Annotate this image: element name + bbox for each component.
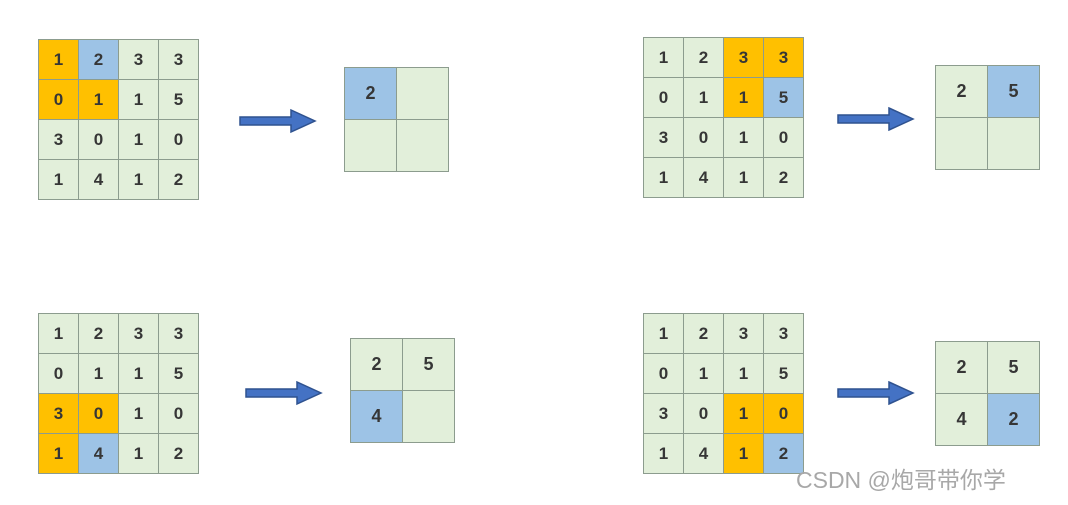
input-cell: 1: [79, 80, 119, 120]
output-cell: 2: [345, 68, 397, 120]
input-cell: 2: [79, 40, 119, 80]
input-cell: 3: [119, 40, 159, 80]
input-cell: 3: [644, 394, 684, 434]
input-cell: 1: [39, 160, 79, 200]
input-cell: 1: [684, 78, 724, 118]
input-cell: 1: [119, 80, 159, 120]
input-cell: 1: [644, 314, 684, 354]
arrow-right-icon: [837, 106, 915, 132]
input-cell: 0: [684, 394, 724, 434]
input-cell: 0: [159, 394, 199, 434]
input-cell: 2: [684, 38, 724, 78]
output-cell: [345, 120, 397, 172]
input-cell: 3: [724, 314, 764, 354]
arrow-right-icon: [239, 108, 317, 134]
input-cell: 1: [724, 354, 764, 394]
input-cell: 1: [724, 434, 764, 474]
input-cell: 3: [119, 314, 159, 354]
output-matrix: 2: [344, 67, 449, 172]
input-cell: 3: [764, 314, 804, 354]
input-cell: 1: [644, 158, 684, 198]
output-cell: 2: [351, 339, 403, 391]
input-cell: 1: [724, 394, 764, 434]
input-cell: 1: [724, 78, 764, 118]
input-cell: 0: [764, 118, 804, 158]
input-cell: 5: [159, 80, 199, 120]
input-cell: 3: [159, 314, 199, 354]
input-cell: 2: [159, 160, 199, 200]
input-cell: 1: [724, 158, 764, 198]
input-cell: 5: [159, 354, 199, 394]
output-cell: 4: [351, 391, 403, 443]
input-cell: 1: [39, 314, 79, 354]
arrow-right-icon: [245, 380, 323, 406]
input-cell: 0: [684, 118, 724, 158]
watermark: CSDN @炮哥带你学: [796, 467, 1006, 493]
input-cell: 2: [79, 314, 119, 354]
input-cell: 5: [764, 354, 804, 394]
input-cell: 0: [159, 120, 199, 160]
input-cell: 0: [79, 120, 119, 160]
output-cell: [397, 120, 449, 172]
output-cell: 2: [936, 66, 988, 118]
input-cell: 4: [79, 160, 119, 200]
output-cell: 5: [988, 342, 1040, 394]
input-cell: 1: [39, 434, 79, 474]
input-cell: 4: [684, 158, 724, 198]
input-cell: 3: [764, 38, 804, 78]
input-cell: 3: [644, 118, 684, 158]
input-cell: 0: [644, 78, 684, 118]
output-cell: 2: [988, 394, 1040, 446]
output-cell: 5: [403, 339, 455, 391]
output-cell: 5: [988, 66, 1040, 118]
input-cell: 1: [119, 394, 159, 434]
input-cell: 3: [39, 394, 79, 434]
input-cell: 5: [764, 78, 804, 118]
input-cell: 0: [644, 354, 684, 394]
output-cell: [403, 391, 455, 443]
input-cell: 0: [79, 394, 119, 434]
input-cell: 1: [724, 118, 764, 158]
input-cell: 4: [79, 434, 119, 474]
output-cell: 2: [936, 342, 988, 394]
input-cell: 3: [39, 120, 79, 160]
output-cell: [397, 68, 449, 120]
input-cell: 0: [39, 80, 79, 120]
input-cell: 1: [684, 354, 724, 394]
output-cell: 4: [936, 394, 988, 446]
input-cell: 1: [119, 434, 159, 474]
input-cell: 4: [684, 434, 724, 474]
arrow-right-icon: [837, 380, 915, 406]
input-cell: 1: [119, 120, 159, 160]
input-cell: 1: [119, 160, 159, 200]
input-cell: 2: [159, 434, 199, 474]
input-cell: 1: [644, 38, 684, 78]
input-cell: 1: [79, 354, 119, 394]
input-cell: 1: [39, 40, 79, 80]
input-cell: 3: [724, 38, 764, 78]
output-cell: [988, 118, 1040, 170]
input-cell: 3: [159, 40, 199, 80]
input-cell: 0: [764, 394, 804, 434]
input-cell: 0: [39, 354, 79, 394]
input-cell: 2: [684, 314, 724, 354]
output-cell: [936, 118, 988, 170]
input-cell: 1: [644, 434, 684, 474]
input-cell: 2: [764, 158, 804, 198]
input-cell: 1: [119, 354, 159, 394]
